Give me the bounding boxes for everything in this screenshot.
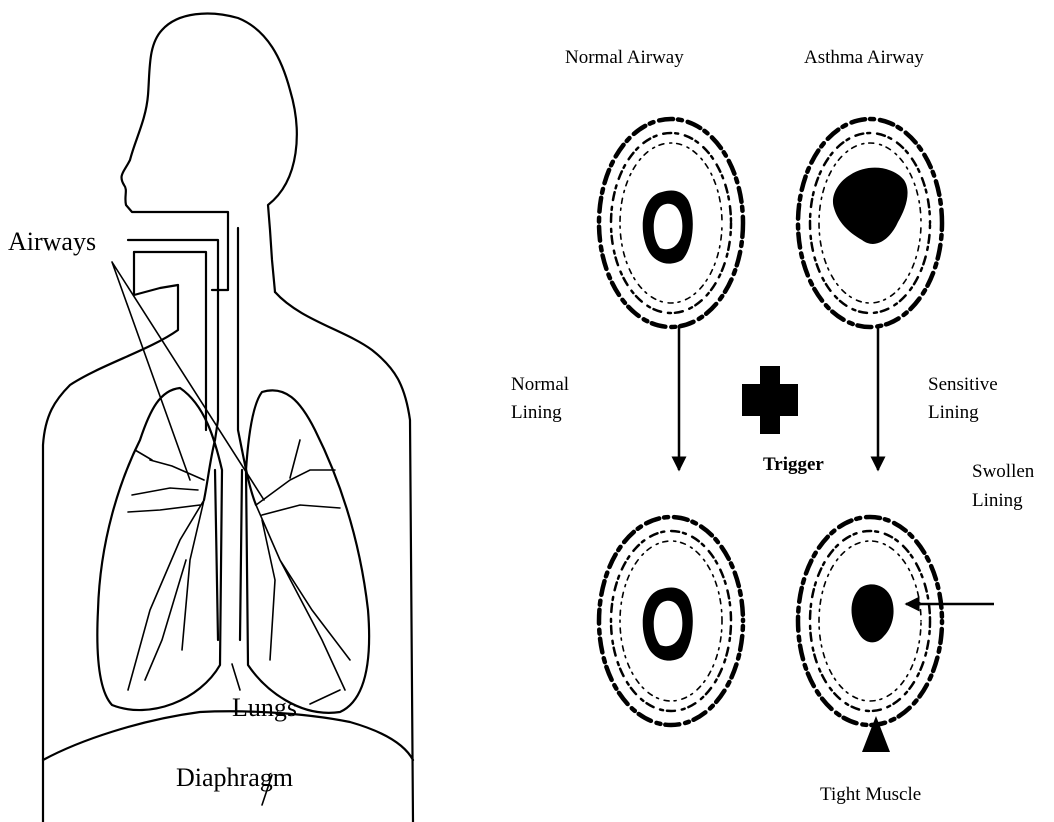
normal-lining-label-line2: Lining [511,402,562,423]
left-bronchi-branches [128,450,204,690]
trachea [128,240,218,440]
head-outline [122,14,297,292]
asthma-lumen-bottom [852,584,894,642]
airways-pointer-lines [112,262,264,500]
normal-airway-after-trigger-ring [599,517,743,725]
airway-wall-ring [611,133,731,313]
left-lung [97,388,222,710]
normal-lumen-top [643,191,693,264]
airway-wall-ring [599,119,743,327]
trachea-right [238,228,242,450]
airway-wall-ring [611,531,731,711]
trigger-label: Trigger [763,454,824,475]
asthma-airway-title: Asthma Airway [804,47,924,68]
normal-lumen-bottom [643,588,693,661]
airway-comparison: Normal Airway Asthma Airway Normal Linin… [511,47,1035,805]
sensitive-lining-label-line2: Lining [928,402,979,423]
airway-wall-ring [620,143,722,303]
asthma-lumen-top [833,168,908,244]
right-lung [246,390,369,713]
swollen-lining-label-line1: Swollen [972,461,1035,482]
tight-muscle-label: Tight Muscle [820,784,921,805]
airways-label: Airways [8,227,96,256]
normal-lining-label-line1: Normal [511,374,569,395]
lungs-pointer-line-2 [310,690,340,704]
diaphragm-curve [43,711,413,760]
torso-outline-left [43,285,178,822]
airway-wall-ring [620,541,722,701]
trigger-plus-icon [742,366,798,434]
diaphragm-label: Diaphragm [176,763,293,792]
mediastinum [215,470,242,640]
respiratory-figure: Airways Lungs Diaphragm [8,14,413,822]
lungs-label: Lungs [232,693,297,722]
normal-airway-ring [599,119,743,327]
mouth-cavity [134,252,178,295]
swollen-lining-label-line2: Lining [972,490,1023,511]
sensitive-lining-label-line1: Sensitive [928,374,998,395]
lungs-pointer-line [232,664,240,690]
normal-airway-title: Normal Airway [565,47,684,68]
torso-outline [275,292,413,822]
